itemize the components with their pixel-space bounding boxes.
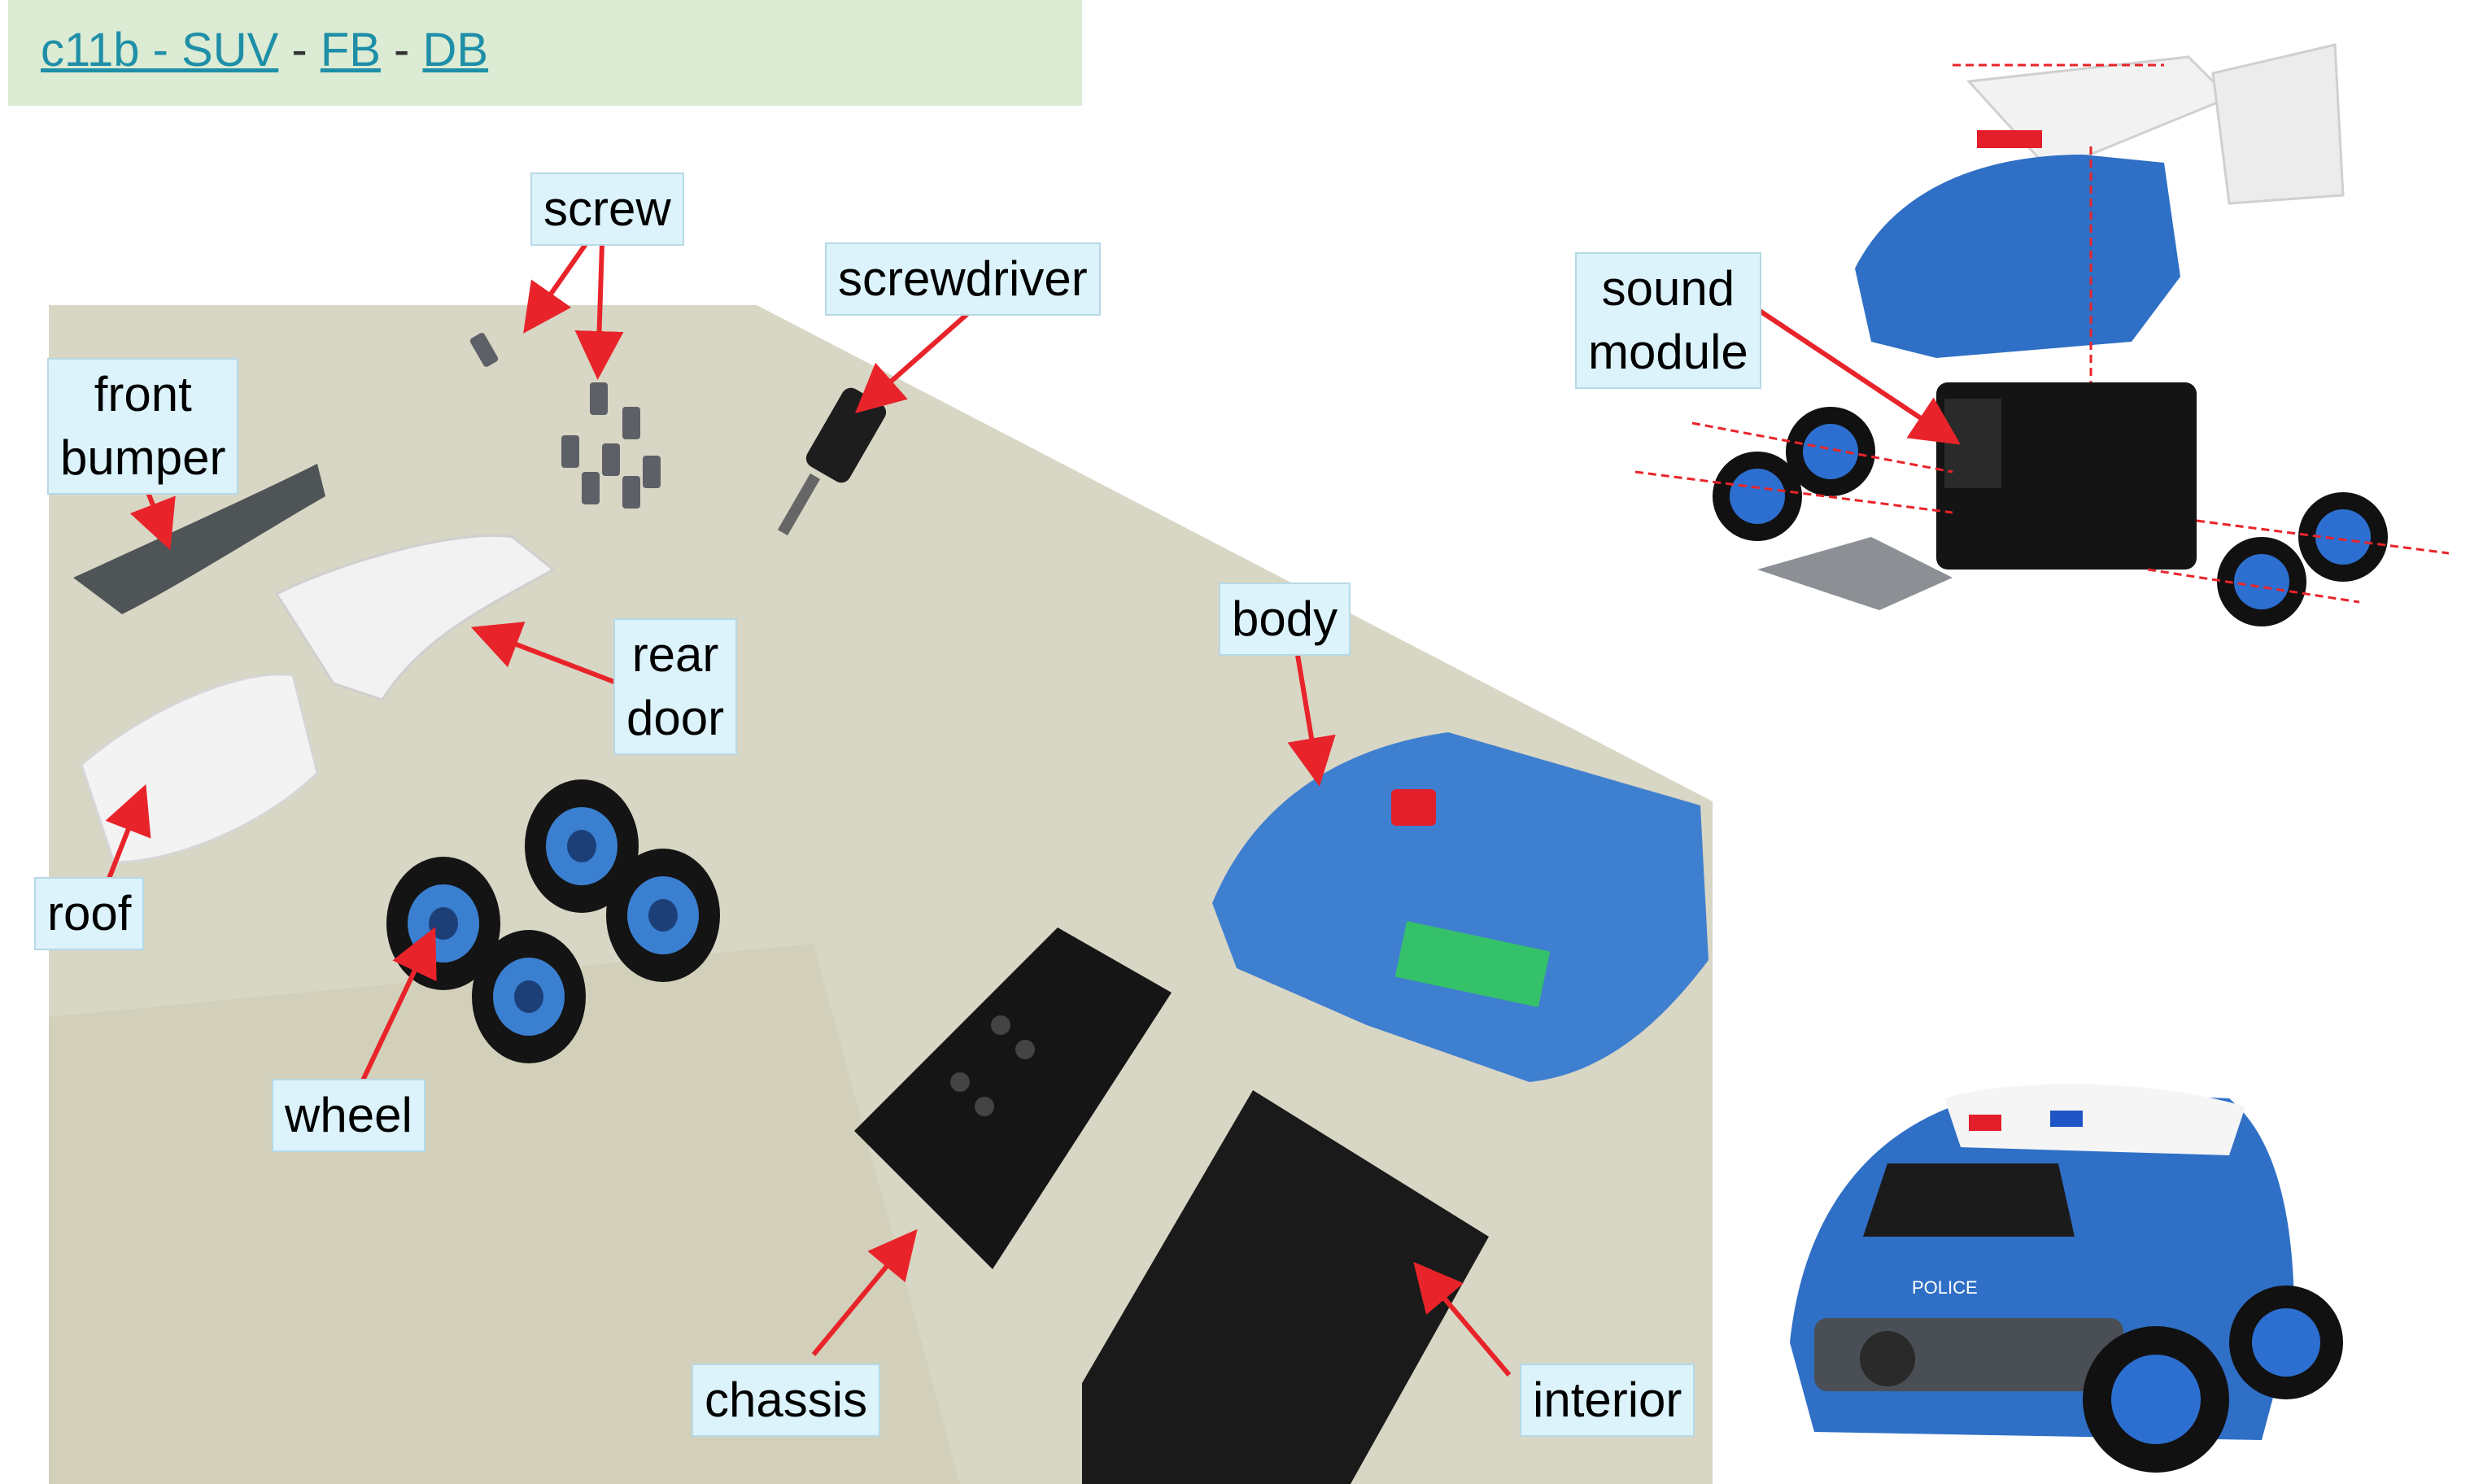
label-sound-module: sound module: [1575, 252, 1761, 389]
separator: -: [278, 24, 321, 76]
front-bumper-icon: [73, 464, 325, 614]
header-text: c11b - SUV - FB - DB: [41, 23, 488, 77]
label-screw: screw: [530, 172, 684, 246]
title-link[interactable]: c11b - SUV: [41, 24, 279, 76]
rear-door-icon: [274, 534, 556, 701]
police-text: POLICE: [1912, 1277, 1978, 1298]
label-rear-door: rear door: [613, 618, 738, 755]
label-body: body: [1219, 583, 1351, 656]
label-front-bumper: front bumper: [47, 358, 239, 495]
interior-icon: [1082, 1090, 1489, 1484]
label-chassis: chassis: [692, 1364, 881, 1437]
label-wheel: wheel: [272, 1079, 425, 1152]
label-roof: roof: [34, 877, 145, 950]
fb-link[interactable]: FB: [320, 24, 381, 76]
header-bar: c11b - SUV - FB - DB: [8, 0, 1082, 106]
separator: -: [380, 24, 423, 76]
db-link[interactable]: DB: [422, 24, 489, 76]
wheel-icon: [386, 779, 720, 1063]
label-interior: interior: [1520, 1364, 1695, 1437]
exploded-diagram: [1634, 43, 2450, 626]
screw-icon: [469, 333, 661, 508]
body-icon: [1212, 732, 1708, 1082]
label-screwdriver: screwdriver: [825, 242, 1101, 316]
annotation-arrows: [103, 242, 1961, 1377]
assembled-truck: POLICE: [1790, 1084, 2343, 1473]
chassis-icon: [854, 928, 1172, 1269]
